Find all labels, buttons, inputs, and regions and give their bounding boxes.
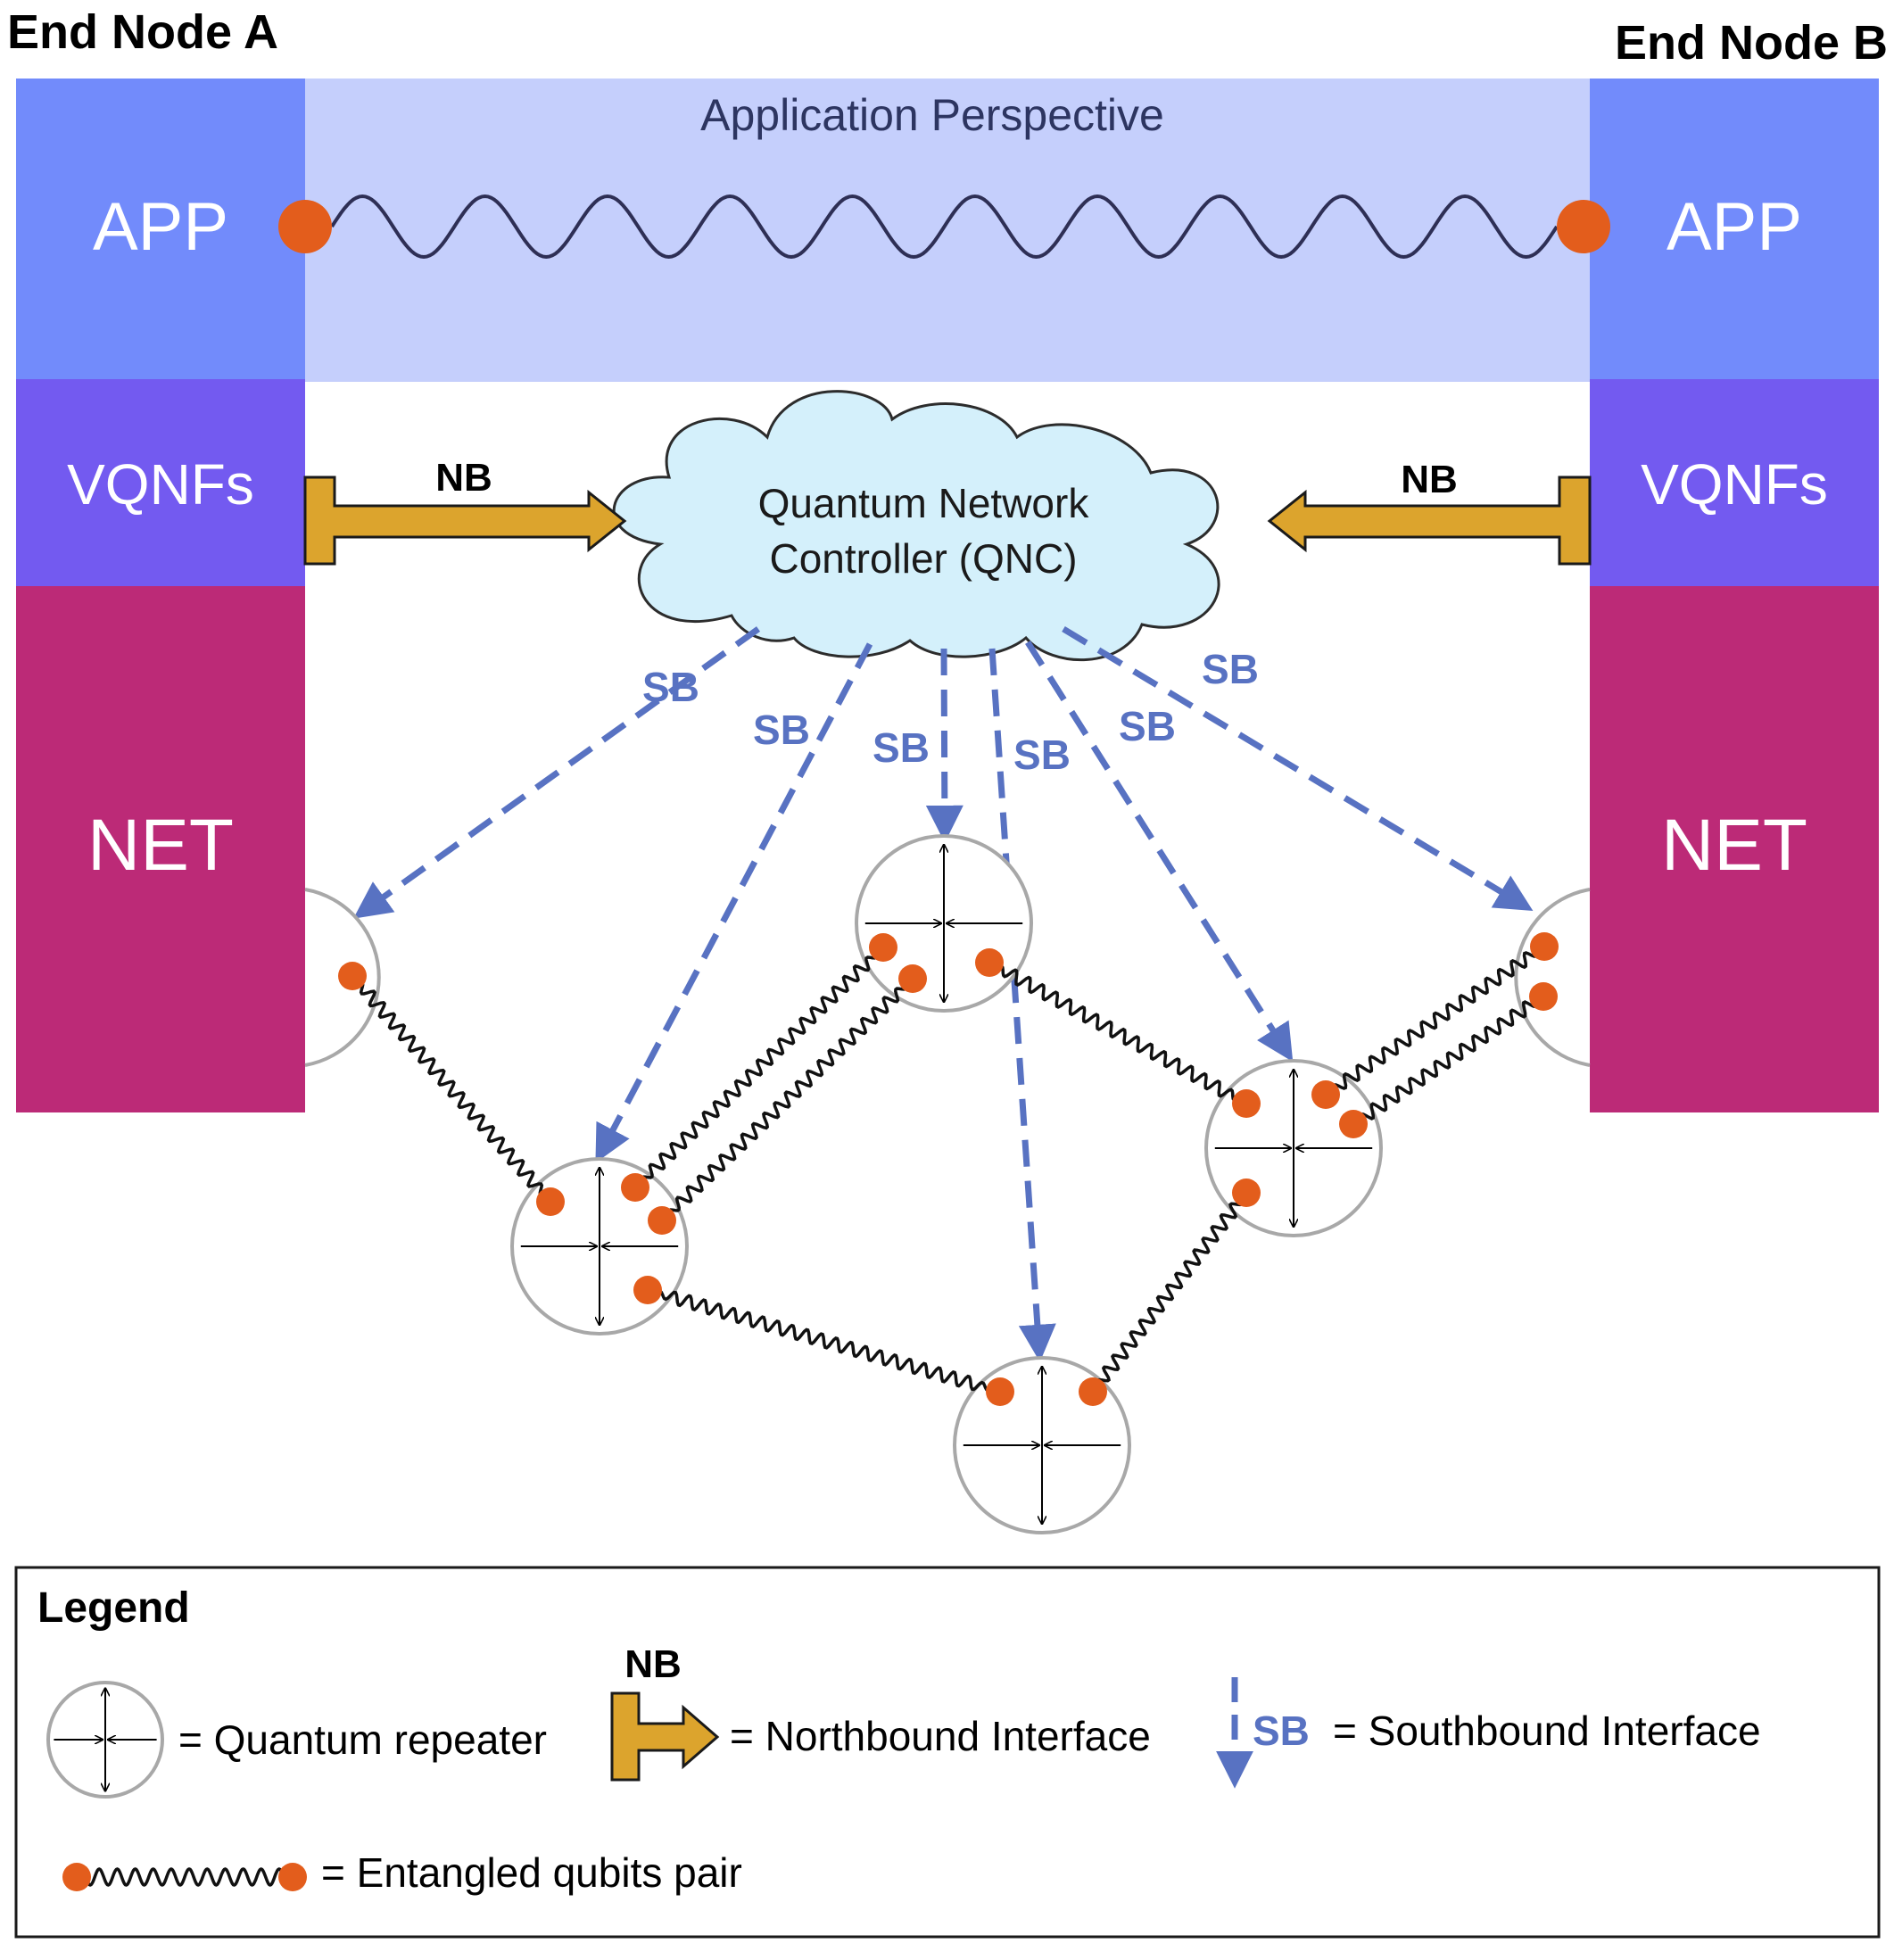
end-node-a: APP VQNFs NET [16,79,305,1112]
net-label-a: NET [87,805,234,886]
qubit-T1 [869,933,897,962]
qnc-label-line2: Controller (QNC) [769,535,1077,582]
qubit-R1 [1232,1089,1261,1118]
qubit-a1 [338,962,367,990]
vqnfs-layer-a [16,379,305,586]
sb-arrows [353,625,1534,1362]
qubit-L4 [633,1276,662,1304]
app-layer-b [1590,79,1879,379]
qubit-R2 [1311,1080,1340,1109]
sb-label-1: SB [642,664,699,710]
qubit-R3 [1339,1110,1368,1138]
end-node-b-title: End Node B [1615,16,1888,70]
app-label-b: APP [1667,189,1802,265]
legend-qubit-right [278,1863,307,1891]
sb-arrow-3 [925,648,964,843]
legend-title: Legend [37,1584,190,1632]
app-layer-a [16,79,305,379]
legend-box [14,1566,1881,1939]
legend-repeater-text: = Quantum repeater [178,1716,547,1763]
legend-nb-arrow [610,1691,720,1782]
nb-arrow-left [303,476,627,566]
legend-northbound-text: = Northbound Interface [730,1713,1151,1759]
sb-label-4: SB [1013,732,1071,778]
legend-entangled-wave [75,1867,294,1887]
sb-label-3: SB [873,724,930,771]
qnc-label-line1: Quantum Network [758,480,1090,526]
app-label-a: APP [93,189,228,265]
app-entanglement-wave [330,194,1559,260]
link-right-b-2 [1352,995,1544,1126]
sb-arrow-4 [988,648,1056,1362]
nb-label-right: NB [1401,458,1458,501]
nb-label-left: NB [435,456,492,500]
qnc-cloud: Quantum Network Controller (QNC) [612,390,1220,662]
sb-arrow-6 [1062,625,1534,912]
end-node-b: APP VQNFs NET [1590,79,1879,1112]
qubit-T2 [898,964,927,993]
sb-label-2: SB [753,707,810,753]
link-left-top-1 [633,946,885,1189]
qubit-L2 [621,1173,649,1202]
qubit-L1 [536,1187,565,1216]
qubit-B1 [986,1377,1014,1406]
link-top-right [988,961,1248,1105]
application-perspective-label: Application Perspective [700,90,1164,140]
vqnfs-label-a: VQNFs [67,452,254,517]
legend-sb-label: SB [1253,1708,1310,1754]
qubit-R4 [1232,1178,1261,1207]
qubit-T3 [975,948,1004,977]
link-a-left [351,975,552,1203]
vqnfs-label-b: VQNFs [1641,452,1828,517]
legend-repeater-icon [46,1681,164,1799]
vqnfs-layer-b [1590,379,1879,586]
legend-nb-label: NB [624,1642,682,1686]
app-qubit-b [1557,200,1610,253]
repeater-top [855,834,1033,1013]
link-left-top-2 [660,977,914,1222]
legend-repeater-symbol [46,1681,164,1799]
sb-label-5: SB [1119,703,1176,749]
legend-qubit-left [62,1863,91,1891]
link-left-bottom [647,1288,1001,1394]
network-qubits [338,932,1559,1406]
sb-arrow-2 [595,642,873,1163]
qubit-B2 [1079,1377,1107,1406]
net-label-b: NET [1661,805,1807,886]
link-right-b-1 [1325,945,1545,1096]
net-layer-a [16,586,305,1112]
sb-label-6: SB [1202,646,1259,692]
qubit-b2 [1529,982,1558,1011]
qubit-L3 [648,1206,676,1235]
app-qubit-a [278,200,332,253]
nb-arrow-right [1267,476,1592,566]
entanglement-links [351,945,1545,1394]
link-right-bottom [1091,1191,1248,1394]
qubit-b1 [1530,932,1559,961]
net-layer-b [1590,586,1879,1112]
legend-southbound-text: = Southbound Interface [1333,1708,1761,1754]
end-node-a-title: End Node A [7,5,278,59]
end-repeater-b [1514,888,1591,1067]
legend-entangled-icon [62,1863,307,1891]
legend-entangled-text: = Entangled qubits pair [321,1849,742,1896]
